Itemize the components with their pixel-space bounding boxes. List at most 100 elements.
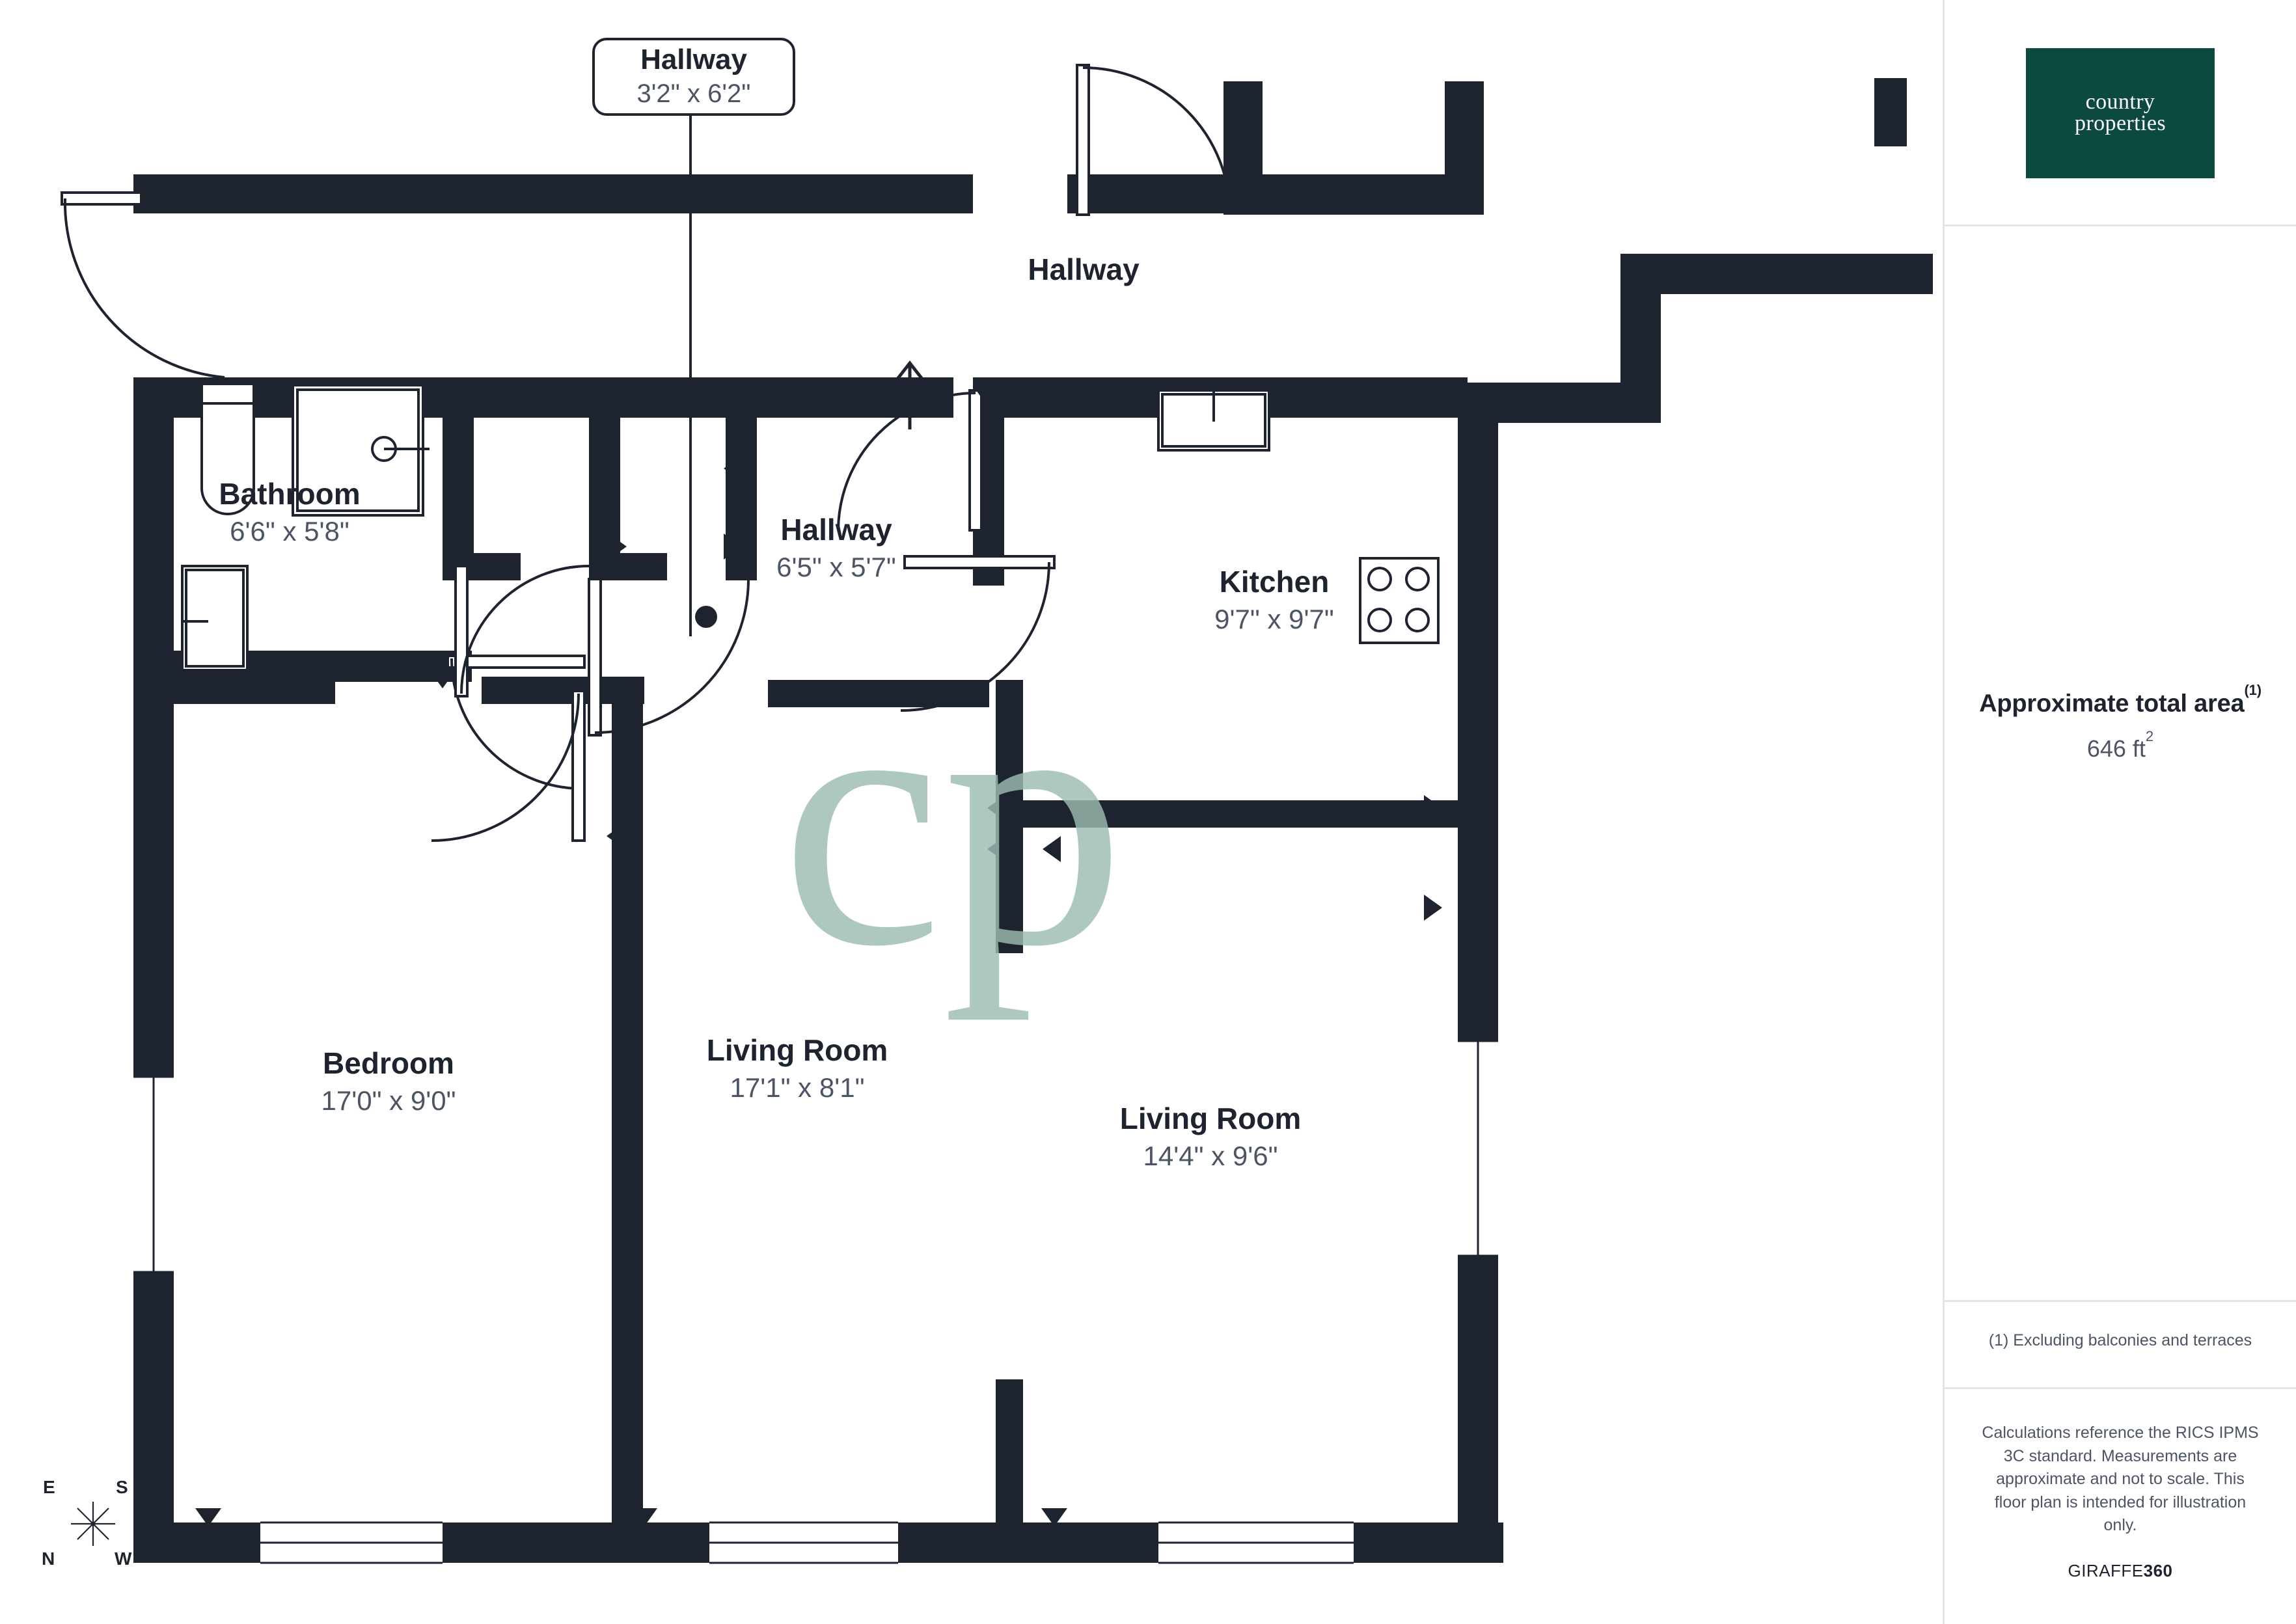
compass-star-icon	[71, 1502, 115, 1546]
footnote-cell: (1) Excluding balconies and terraces	[1945, 1301, 2296, 1379]
basin-icon	[181, 565, 249, 671]
doors-group	[61, 64, 1231, 842]
room-label-living-room-2: Living Room 14'4" x 9'6"	[1120, 1103, 1302, 1172]
room-dimensions: 6'6" x 5'8"	[230, 515, 349, 547]
room-label-bathroom: Bathroom 6'6" x 5'8"	[219, 478, 360, 548]
logo-text-line-1: country	[2085, 90, 2155, 115]
door-hall-mid	[588, 578, 750, 737]
divider-below-logo	[1945, 224, 2296, 226]
wall-top-right	[1223, 174, 1484, 215]
divider-above-footnote	[1945, 1300, 2296, 1302]
marker	[1424, 795, 1442, 821]
brand-logo-cell: country properties	[1945, 0, 2296, 226]
legal-cell: Calculations reference the RICS IPMS 3C …	[1945, 1389, 2296, 1581]
compass-label-north: N	[42, 1549, 55, 1569]
windows-group	[133, 1040, 1498, 1564]
room-dimensions: 9'7" x 9'7"	[1214, 603, 1334, 634]
up-arrow-icon	[892, 360, 927, 429]
bathroom-fixtures	[181, 383, 430, 671]
marker	[976, 390, 1002, 409]
wall-bedroom-top-left	[133, 677, 335, 704]
room-name: Living Room	[1119, 1102, 1302, 1135]
wall-right-step-top	[1620, 254, 1933, 294]
room-callout-hallway: Hallway 3'2" x 6'2"	[592, 38, 795, 116]
total-area-value: 646 ft2	[1945, 728, 2296, 763]
kitchen-fixtures	[1157, 389, 1440, 644]
info-sidebar: country properties Approximate total are…	[1943, 0, 2296, 1624]
country-properties-logo: country properties	[2026, 48, 2215, 178]
wall-bath-right	[443, 377, 474, 563]
marker	[1041, 1508, 1067, 1526]
room-label-hallway-mid: Hallway 6'5" x 5'7"	[776, 514, 896, 584]
provider-logo: GIRAFFE360	[1980, 1561, 2260, 1581]
room-name: Hallway	[1028, 252, 1140, 286]
room-dimensions: 6'5" x 5'7"	[776, 551, 896, 582]
door-cupboard-1	[454, 565, 590, 697]
wall-block-topright	[1874, 78, 1907, 146]
total-area-footnote-marker: (1)	[2244, 681, 2262, 698]
room-label-hallway-top: Hallway	[1028, 254, 1139, 286]
marker	[1419, 384, 1445, 402]
total-area-title: Approximate total area(1)	[1945, 682, 2296, 718]
toilet-icon	[200, 383, 255, 515]
door-hallway-right	[837, 389, 983, 532]
door-kitchen	[900, 555, 1056, 712]
wall-cupboard-1	[589, 377, 620, 563]
wall-right-upper-stub	[1445, 81, 1484, 215]
wall-bottom-stub	[996, 1379, 1023, 1529]
door-bedroom	[431, 690, 586, 842]
marker	[987, 795, 1005, 821]
compass-label-west: W	[115, 1549, 132, 1569]
callout-room-dimensions: 3'2" x 6'2"	[636, 79, 751, 109]
room-name: Living Room	[706, 1033, 888, 1067]
wall-cupboard-sill-2	[589, 553, 667, 580]
total-area-unit-exponent: 2	[2145, 727, 2154, 744]
brand-watermark: cp	[781, 618, 1125, 1022]
room-dimensions: 17'1" x 8'1"	[730, 1072, 865, 1103]
marker	[724, 534, 742, 560]
wall-bedroom-living	[612, 690, 643, 1562]
door-hallway-top	[1076, 64, 1231, 216]
marker	[612, 696, 638, 714]
marker	[1043, 836, 1061, 862]
plan-symbols	[695, 360, 927, 628]
room-name: Hallway	[780, 513, 892, 547]
switch-dot-icon	[695, 606, 717, 628]
room-label-bedroom: Bedroom 17'0" x 9'0"	[321, 1048, 456, 1117]
wall-living-top-left	[768, 680, 989, 707]
provider-name-suffix: 360	[2143, 1560, 2173, 1580]
compass-label-east: E	[43, 1477, 55, 1497]
compass-label-south: S	[116, 1477, 128, 1497]
marker	[195, 1508, 221, 1526]
door-entrance	[61, 191, 225, 379]
marker	[724, 455, 742, 481]
total-area-number: 646 ft	[2086, 735, 2146, 762]
floorplan-drawing	[61, 64, 1933, 1564]
divider-above-legal	[1945, 1387, 2296, 1389]
marker	[430, 670, 456, 688]
provider-name-prefix: GIRAFFE	[2068, 1560, 2144, 1580]
marker	[608, 534, 627, 560]
footnote-text: (1) Excluding balconies and terraces	[1988, 1331, 2252, 1349]
total-area-label: Approximate total area	[1979, 690, 2245, 718]
total-area-cell: Approximate total area(1) 646 ft2	[1945, 682, 2296, 794]
callout-room-name: Hallway	[640, 43, 747, 75]
room-label-living-room-1: Living Room 17'1" x 8'1"	[707, 1035, 888, 1104]
room-name: Kitchen	[1219, 565, 1330, 599]
marker	[168, 390, 186, 416]
marker	[1438, 388, 1464, 406]
compass-rose: E S N W	[42, 1476, 135, 1569]
room-dimensions: 17'0" x 9'0"	[321, 1085, 456, 1116]
wall-living-mid-horiz	[996, 800, 1464, 828]
room-label-kitchen: Kitchen 9'7" x 9'7"	[1214, 566, 1334, 636]
logo-text-line-2: properties	[2075, 111, 2166, 135]
marker	[1424, 895, 1442, 921]
wall-cupboard-sill-3	[726, 553, 757, 580]
wall-right-main	[1458, 383, 1498, 1560]
wall-top-left	[133, 174, 973, 213]
marker	[607, 823, 625, 849]
direction-markers	[168, 384, 1464, 1526]
wall-bathroom-top	[133, 377, 953, 418]
marker	[631, 1508, 657, 1526]
room-name: Bedroom	[323, 1046, 454, 1080]
